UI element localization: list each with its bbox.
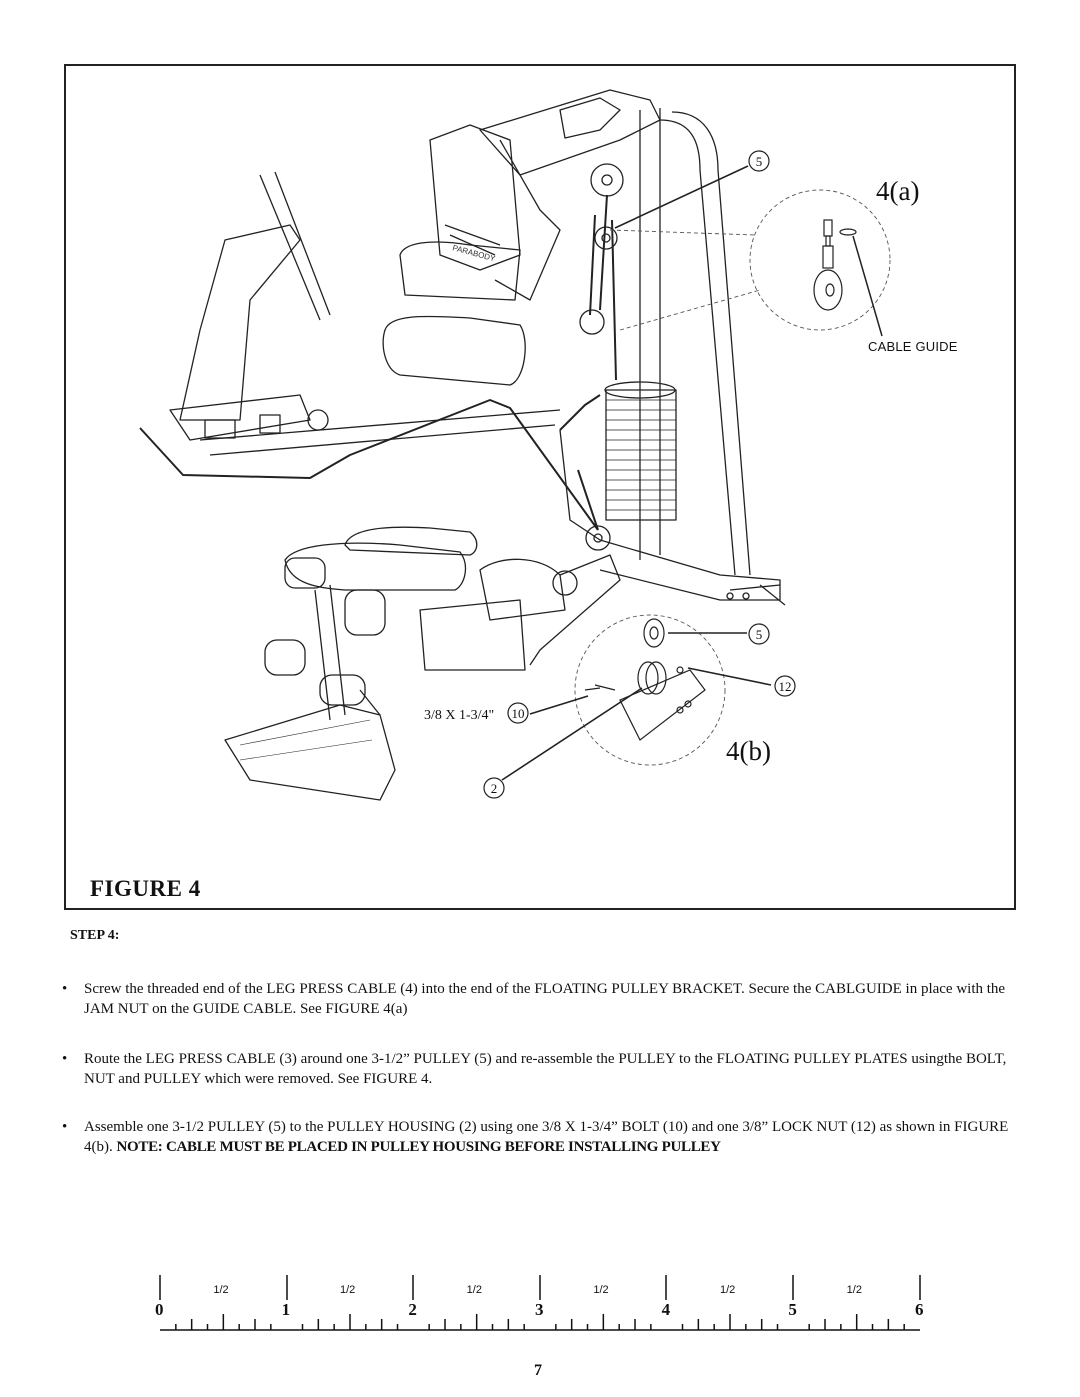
leg-extension-seat — [284, 542, 467, 591]
lower-pulley — [585, 525, 611, 551]
ruler-inch-number: 0 — [155, 1300, 164, 1319]
ruler-inch-number: 6 — [915, 1300, 924, 1319]
callout-circle-10 — [507, 702, 529, 724]
ruler-half-label: 1/2 — [720, 1284, 736, 1296]
foot-plate — [224, 704, 396, 801]
callout-circle-5-bottom — [748, 623, 770, 645]
instruction-note: NOTE: CABLE MUST BE PLACED IN PULLEY HOU… — [116, 1139, 721, 1155]
instruction-text: Assemble one 3-1/2 PULLEY (5) to the PUL… — [84, 1119, 1009, 1155]
inset-4a-label: 4(a) — [876, 176, 920, 206]
ruler-half-label: 1/2 — [340, 1284, 356, 1296]
callout-circle-2 — [483, 777, 505, 799]
instruction-bullet-1: • Screw the threaded end of the LEG PRES… — [62, 979, 1032, 1019]
callout-circle-5-top — [748, 150, 770, 172]
inset-4b-label: 4(b) — [726, 736, 771, 766]
callout-12: 12 — [779, 679, 792, 694]
ruler-inch-number: 5 — [788, 1300, 797, 1319]
page-number: 7 — [534, 1362, 542, 1379]
inset-pulley-top — [643, 618, 665, 648]
callout-5-bottom: 5 — [756, 627, 763, 642]
step-title: STEP 4: — [70, 928, 120, 943]
cable — [139, 194, 617, 531]
figure-illustration: 5 5 12 10 2 PARABODY — [139, 89, 891, 801]
figure-frame — [64, 64, 1016, 910]
bullet-dot: • — [62, 1119, 68, 1135]
ruler-inch-number: 3 — [535, 1300, 544, 1319]
ruler-inch-number: 2 — [408, 1300, 417, 1319]
backrest — [382, 315, 526, 386]
bullet-dot: • — [62, 981, 68, 997]
bolt-size-label: 3/8 X 1-3/4" — [424, 708, 495, 723]
leg-press-frame — [179, 224, 301, 421]
cable-guide-label: CABLE GUIDE — [868, 339, 958, 354]
figure-title: FIGURE 4 — [90, 876, 201, 901]
callout-5-top: 5 — [756, 154, 763, 169]
inset-pulley-bottom — [637, 661, 659, 695]
instruction-bullet-3: • Assemble one 3-1/2 PULLEY (5) to the P… — [62, 1117, 1032, 1157]
callout-circle-12 — [774, 675, 796, 697]
cable-guide-leader — [852, 235, 883, 337]
rear-upright — [659, 111, 751, 576]
base-rail — [559, 429, 781, 601]
inset-4b-circle — [574, 614, 726, 766]
ruler-inch-number: 1 — [281, 1300, 291, 1319]
weight-stack — [605, 389, 677, 521]
instruction-bullet-2: • Route the LEG PRESS CABLE (3) around o… — [62, 1049, 1032, 1089]
bullet-dot: • — [62, 1051, 68, 1067]
tower-upright — [639, 108, 661, 560]
instruction-text: Route the LEG PRESS CABLE (3) around one… — [84, 1051, 1007, 1087]
inset-4a-circle — [749, 189, 891, 331]
callout-2: 2 — [491, 781, 498, 796]
instruction-text: Screw the threaded end of the LEG PRESS … — [84, 981, 1006, 1017]
ruler-half-label: 1/2 — [466, 1284, 482, 1296]
floating-pulley-low — [579, 309, 605, 335]
callout-10: 10 — [512, 706, 525, 721]
ruler-inch-number: 4 — [661, 1300, 671, 1319]
ruler-half-label: 1/2 — [213, 1284, 229, 1296]
ruler-half-label: 1/2 — [593, 1284, 609, 1296]
ruler-half-label: 1/2 — [846, 1284, 862, 1296]
